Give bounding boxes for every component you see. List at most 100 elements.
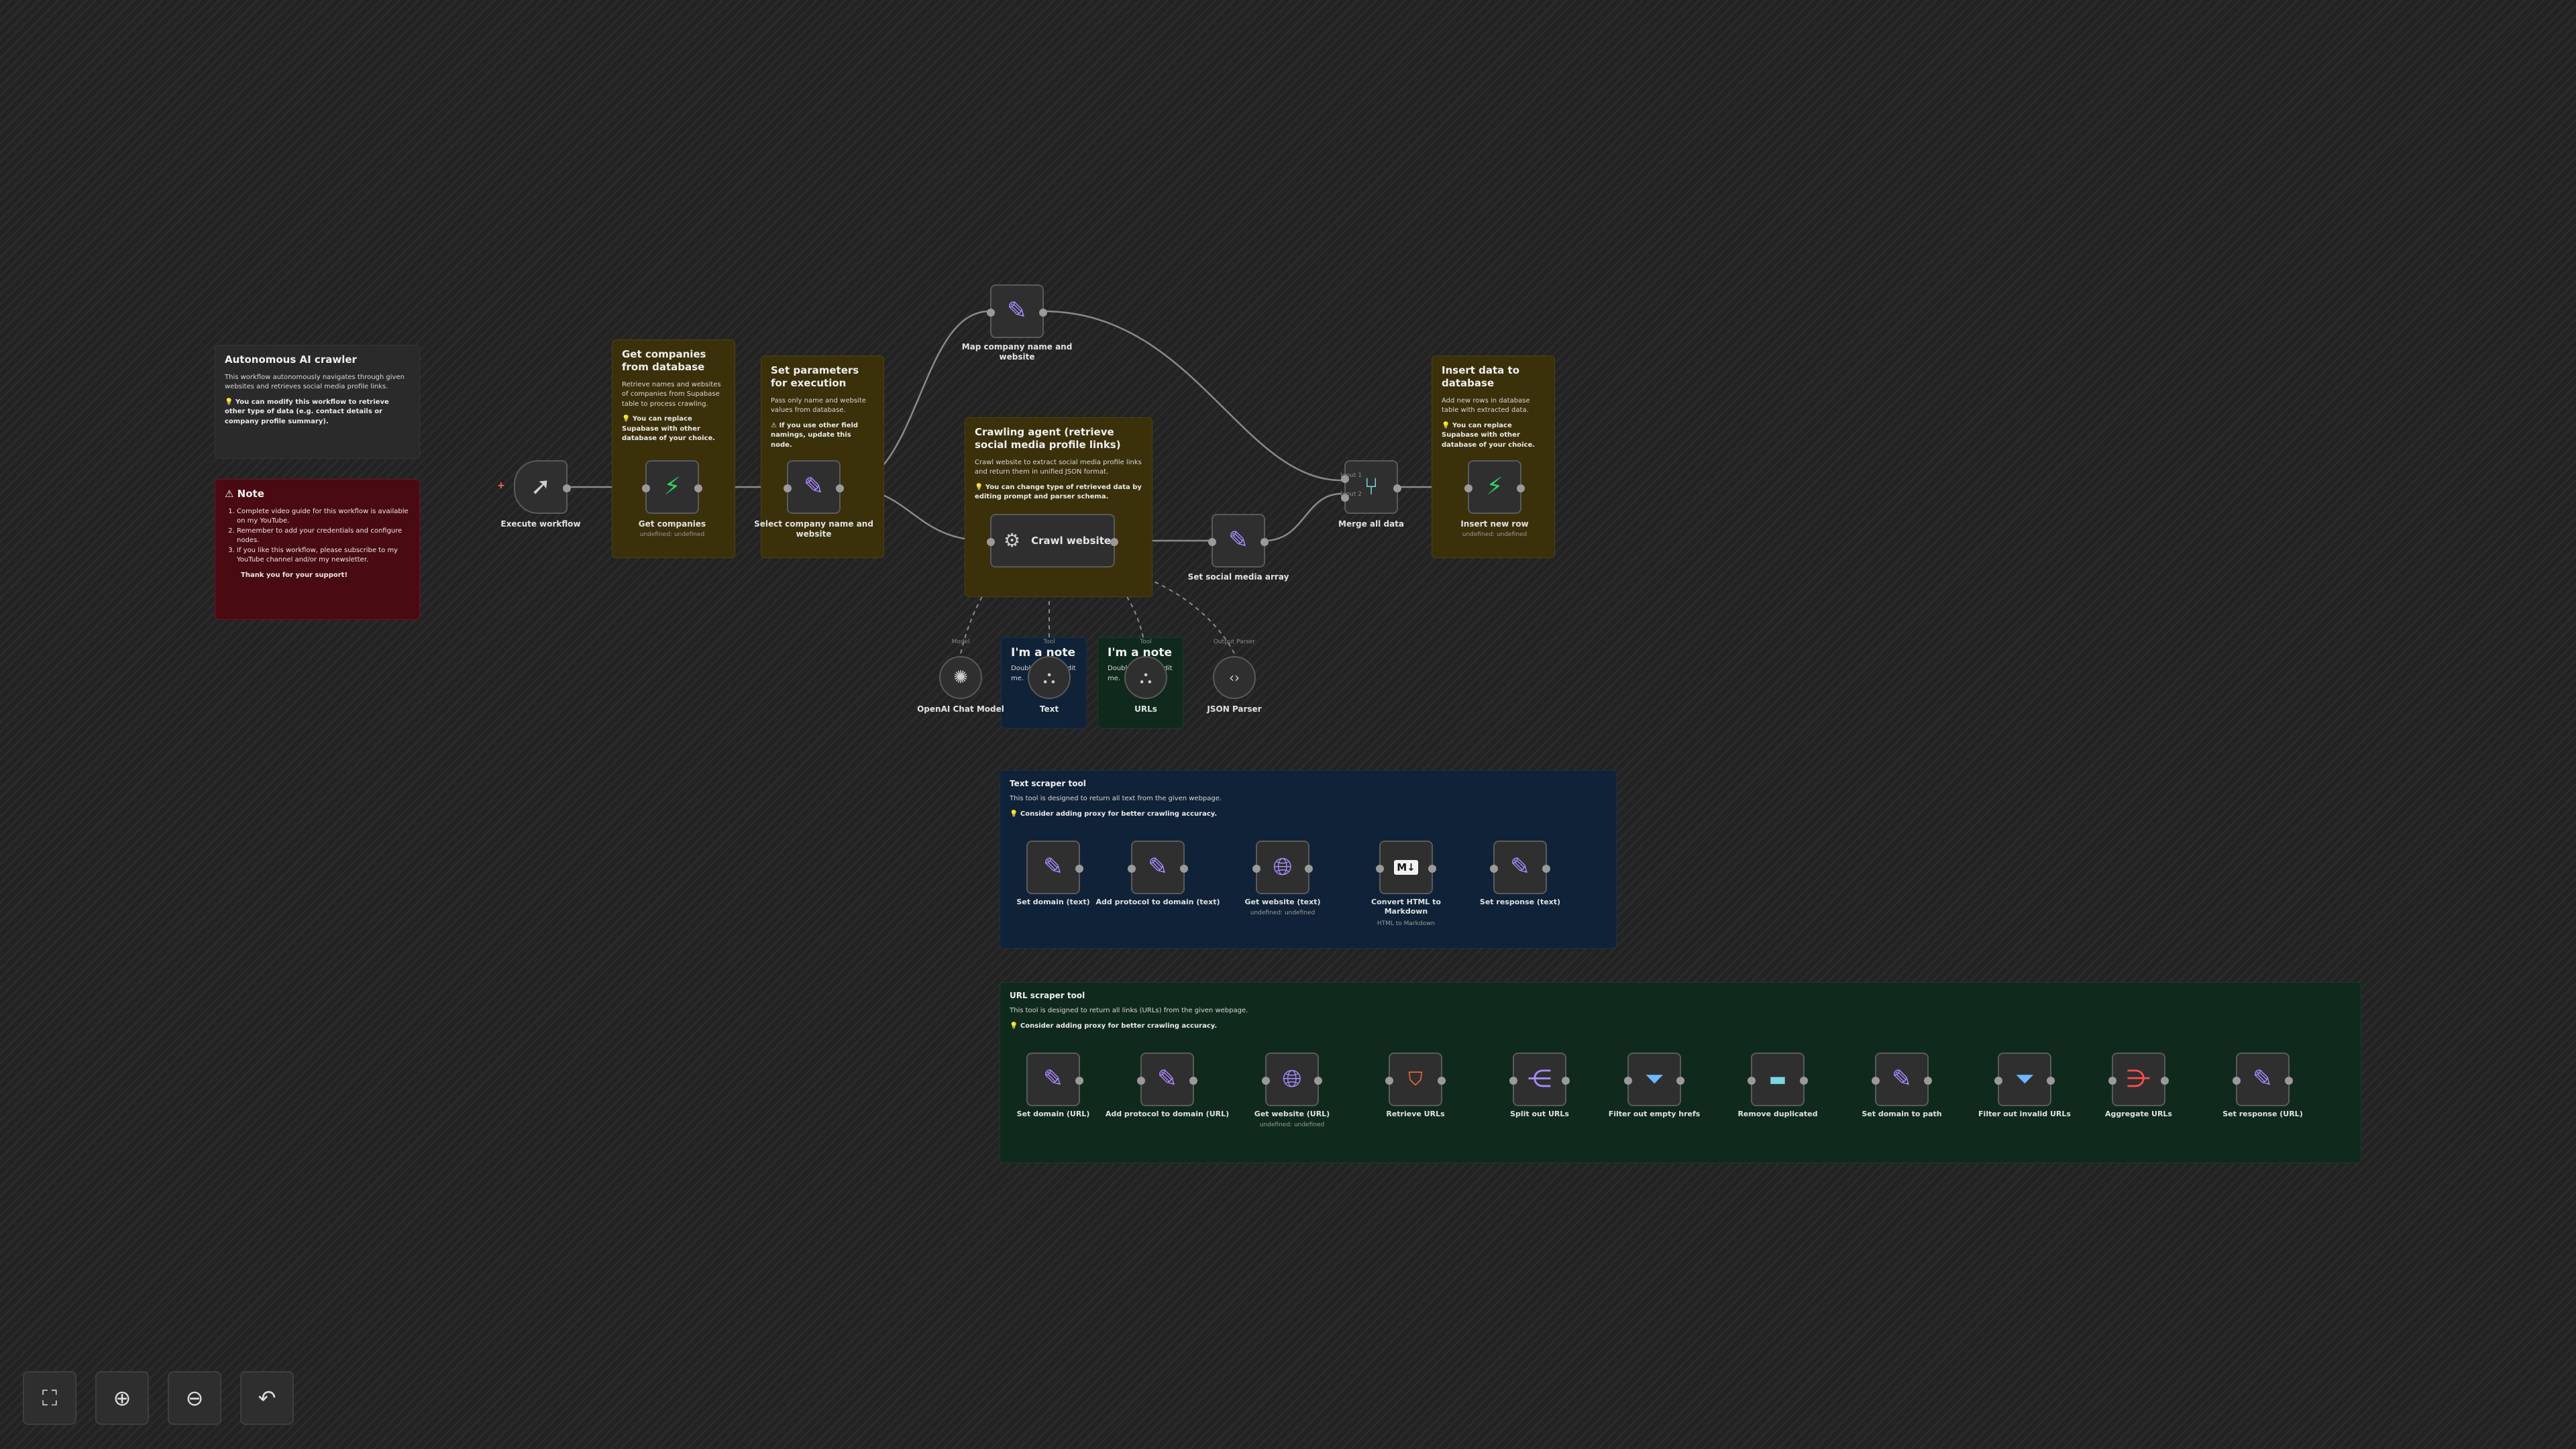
node-execute-workflow[interactable]: ➚ xyxy=(514,460,571,514)
note-get-companies[interactable]: Get companies from database Retrieve nam… xyxy=(612,339,735,558)
input-port[interactable] xyxy=(2233,1077,2241,1085)
input-port[interactable] xyxy=(1624,1077,1632,1085)
note-url-scraper[interactable]: URL scraper tool This tool is designed t… xyxy=(1000,982,1690,1163)
node-t-convert-md[interactable]: M↓ xyxy=(1376,841,1436,894)
input-port[interactable] xyxy=(1376,865,1384,873)
aggregate-icon: ⋺ xyxy=(2127,1065,2151,1093)
input-port[interactable] xyxy=(1341,494,1349,502)
node-t-add-protocol[interactable]: ✎ xyxy=(1128,841,1188,894)
node-t-get-website[interactable]: 🌐︎ xyxy=(1252,841,1313,894)
input-port[interactable] xyxy=(1748,1077,1756,1085)
wire-social-merge xyxy=(1264,492,1342,542)
node-t-set-domain[interactable]: ✎ xyxy=(1026,841,1083,894)
supabase-icon: ⚡ xyxy=(663,473,681,500)
output-port[interactable] xyxy=(1562,1077,1570,1085)
output-port[interactable] xyxy=(1260,538,1269,546)
output-port[interactable] xyxy=(1924,1077,1932,1085)
output-port[interactable] xyxy=(2285,1077,2293,1085)
html-icon: ⛉ xyxy=(1408,1068,1423,1090)
node-t-add-protocol-label: Add protocol to domain (text) xyxy=(1095,898,1220,906)
input-port[interactable] xyxy=(1490,865,1498,873)
input-port[interactable] xyxy=(1385,1077,1393,1085)
node-u-retrieve[interactable]: ⛉ xyxy=(1385,1053,1446,1106)
output-port[interactable] xyxy=(1110,538,1118,546)
node-u-get-website[interactable]: 🌐︎ xyxy=(1262,1053,1322,1106)
note-insert-data[interactable]: Insert data to database Add new rows in … xyxy=(1432,356,1555,558)
input-port[interactable] xyxy=(987,538,995,546)
node-get-companies[interactable]: ⚡ xyxy=(642,460,702,514)
node-text-tool[interactable]: ⛬ xyxy=(1028,656,1071,699)
node-u-set-response[interactable]: ✎ xyxy=(2233,1053,2293,1106)
zoom-in-button[interactable]: ⊕ xyxy=(95,1371,149,1425)
output-port[interactable] xyxy=(1517,484,1525,492)
output-port[interactable] xyxy=(1800,1077,1808,1085)
pencil-icon: ✎ xyxy=(1891,1065,1913,1093)
output-port[interactable] xyxy=(1542,865,1550,873)
filter-icon: ⏷ xyxy=(2015,1065,2035,1093)
input-port[interactable] xyxy=(987,309,995,317)
output-port[interactable] xyxy=(1189,1077,1197,1085)
note-get-companies-tip: 💡 You can replace Supabase with other da… xyxy=(622,415,716,442)
output-port[interactable] xyxy=(1075,1077,1083,1085)
node-insert-row[interactable]: ⚡ xyxy=(1464,460,1525,514)
output-port[interactable] xyxy=(836,484,844,492)
output-port[interactable] xyxy=(563,484,571,492)
undo-button[interactable]: ↶ xyxy=(240,1371,294,1425)
output-port[interactable] xyxy=(1676,1077,1684,1085)
input-port[interactable] xyxy=(1262,1077,1270,1085)
node-u-aggregate[interactable]: ⋺ xyxy=(2108,1053,2169,1106)
output-port[interactable] xyxy=(2161,1077,2169,1085)
output-port[interactable] xyxy=(1438,1077,1446,1085)
node-crawl-website[interactable]: ⚙ Crawl website xyxy=(987,514,1118,568)
node-execute-workflow-label: Execute workflow xyxy=(500,519,581,529)
note-warning-title: ⚠ Note xyxy=(225,488,264,500)
node-u-filter-empty[interactable]: ⏷ xyxy=(1624,1053,1684,1106)
node-u-remove-dup[interactable]: ▬ xyxy=(1748,1053,1808,1106)
output-port[interactable] xyxy=(1428,865,1436,873)
output-port[interactable] xyxy=(1180,865,1188,873)
input-port[interactable] xyxy=(642,484,650,492)
output-port[interactable] xyxy=(2047,1077,2055,1085)
pencil-icon: ✎ xyxy=(1147,853,1169,881)
add-trigger-plus[interactable]: + xyxy=(497,480,505,491)
input-port[interactable] xyxy=(784,484,792,492)
node-urls-tool[interactable]: ⛬ xyxy=(1124,656,1167,699)
node-t-set-response[interactable]: ✎ xyxy=(1490,841,1550,894)
node-select-company[interactable]: ✎ xyxy=(784,460,844,514)
input-port[interactable] xyxy=(1137,1077,1145,1085)
merge-input-1-label: Input 1 xyxy=(1340,472,1362,479)
node-json-parser[interactable]: ‹› xyxy=(1213,656,1256,699)
node-u-add-protocol[interactable]: ✎ xyxy=(1137,1053,1197,1106)
node-map-company[interactable]: ✎ xyxy=(987,284,1047,338)
zoom-out-button[interactable]: ⊖ xyxy=(168,1371,221,1425)
input-port[interactable] xyxy=(1509,1077,1517,1085)
note-intro[interactable]: Autonomous AI crawler This workflow auto… xyxy=(215,345,420,459)
input-port[interactable] xyxy=(2108,1077,2116,1085)
note-warning[interactable]: ⚠ Note Complete video guide for this wor… xyxy=(215,479,420,620)
output-port[interactable] xyxy=(1393,484,1401,492)
input-port[interactable] xyxy=(1341,475,1349,483)
node-openai-model[interactable]: ✺ xyxy=(939,656,982,699)
node-u-filter-invalid[interactable]: ⏷ xyxy=(1994,1053,2055,1106)
output-port[interactable] xyxy=(1305,865,1313,873)
note-crawling-agent[interactable]: Crawling agent (retrieve social media pr… xyxy=(965,417,1152,597)
node-u-set-domain[interactable]: ✎ xyxy=(1026,1053,1083,1106)
node-u-add-protocol-label: Add protocol to domain (URL) xyxy=(1105,1110,1230,1118)
input-port[interactable] xyxy=(1872,1077,1880,1085)
input-port[interactable] xyxy=(1128,865,1136,873)
input-port[interactable] xyxy=(1252,865,1260,873)
node-u-set-path[interactable]: ✎ xyxy=(1872,1053,1932,1106)
note-set-params[interactable]: Set parameters for execution Pass only n… xyxy=(761,356,884,558)
node-merge-all[interactable]: ⑂ xyxy=(1341,460,1401,514)
node-set-social[interactable]: ✎ xyxy=(1208,514,1269,568)
node-u-split[interactable]: ⋲ xyxy=(1509,1053,1570,1106)
output-port[interactable] xyxy=(1314,1077,1322,1085)
fit-view-button[interactable]: ⛶ xyxy=(23,1371,76,1425)
output-port[interactable] xyxy=(694,484,702,492)
input-port[interactable] xyxy=(1994,1077,2002,1085)
output-port[interactable] xyxy=(1075,865,1083,873)
input-port[interactable] xyxy=(1464,484,1472,492)
output-port[interactable] xyxy=(1039,309,1047,317)
input-port[interactable] xyxy=(1208,538,1216,546)
